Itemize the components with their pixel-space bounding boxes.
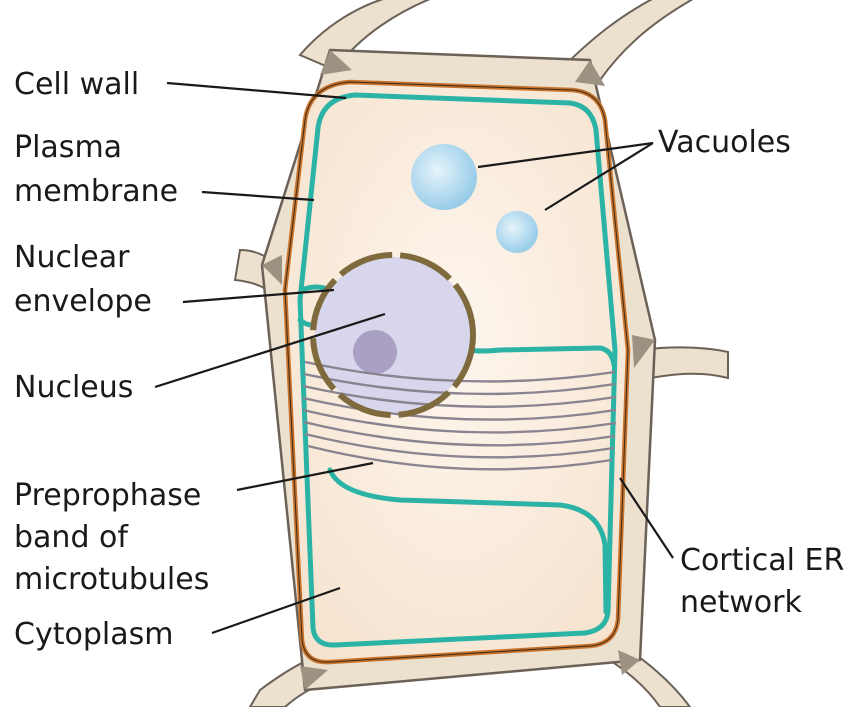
label-nuclear-envelope-line1: Nuclear xyxy=(14,240,130,275)
label-preprophase-line1: Preprophase xyxy=(14,478,201,513)
label-nuclear-envelope-line2: envelope xyxy=(14,284,152,319)
label-cytoplasm: Cytoplasm xyxy=(14,617,173,652)
label-preprophase-line2: band of xyxy=(14,520,129,555)
label-cell-wall: Cell wall xyxy=(14,67,139,102)
nucleolus xyxy=(353,330,397,374)
label-cortical-er-line1: Cortical ER xyxy=(680,543,844,578)
label-preprophase-line3: microtubules xyxy=(14,562,209,597)
label-plasma-membrane-line2: membrane xyxy=(14,174,178,209)
label-nucleus: Nucleus xyxy=(14,370,133,405)
label-vacuoles: Vacuoles xyxy=(658,125,791,160)
label-cortical-er-line2: network xyxy=(680,585,802,620)
vacuole-large xyxy=(411,144,477,210)
label-plasma-membrane-line1: Plasma xyxy=(14,130,122,165)
vacuole-small xyxy=(496,211,538,253)
